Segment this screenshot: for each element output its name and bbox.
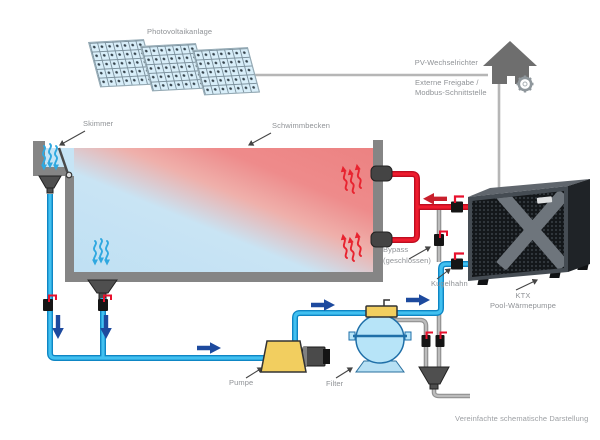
label-pool: Schwimmbecken bbox=[272, 121, 330, 130]
filter bbox=[348, 299, 412, 373]
cold-pipes bbox=[47, 194, 469, 361]
filter-handle bbox=[383, 299, 390, 306]
pointer-ball-valve bbox=[436, 268, 451, 280]
flow-arrow-warm-left bbox=[423, 193, 447, 205]
drain-funnels bbox=[38, 175, 450, 390]
solar-panel-3 bbox=[192, 47, 261, 96]
filter-base bbox=[355, 360, 405, 373]
pointer-pump bbox=[245, 367, 263, 379]
pointer-pool bbox=[248, 132, 272, 146]
valve-warm-line bbox=[451, 195, 464, 213]
label-pump: Pumpe bbox=[229, 378, 254, 387]
pool-wall-left bbox=[65, 176, 74, 282]
valve-skimmer-line bbox=[43, 294, 57, 311]
flow-arrow-right-1 bbox=[197, 342, 221, 354]
house-inverter bbox=[483, 40, 539, 98]
skimmer-flap bbox=[57, 147, 70, 175]
flow-arrow-right-2 bbox=[311, 299, 335, 311]
valves bbox=[43, 195, 464, 347]
label-heatpump-name: Pool-Wärmepumpe bbox=[489, 301, 557, 310]
label-ball-valve: Kugelhahn bbox=[431, 279, 468, 288]
label-modbus: Modbus-Schnittstelle bbox=[415, 88, 487, 97]
valve-ball-kugelhahn bbox=[451, 252, 464, 270]
flow-arrow-down-2 bbox=[100, 315, 112, 339]
label-external-release: Externe Freigabe / bbox=[415, 78, 479, 87]
flow-arrow-down-1 bbox=[52, 315, 64, 339]
label-photovoltaik: Photovoltaikanlage bbox=[147, 27, 213, 36]
skimmer-funnel bbox=[38, 175, 62, 194]
flow-arrows bbox=[52, 294, 430, 354]
label-skimmer: Skimmer bbox=[83, 119, 114, 128]
valve-bypass bbox=[434, 230, 448, 246]
pointer-filter bbox=[335, 367, 353, 379]
label-heatpump-model: KTX bbox=[515, 291, 531, 300]
pump-body bbox=[260, 340, 307, 373]
inlet-nozzle-top bbox=[370, 165, 393, 182]
label-bypass-state: (geschlossen) bbox=[383, 256, 431, 265]
gear-icon bbox=[514, 73, 536, 95]
filter-tank bbox=[355, 314, 405, 364]
pool-wall-skimmer-floor bbox=[33, 167, 66, 176]
pump bbox=[260, 340, 330, 373]
house-roof-icon bbox=[483, 41, 537, 66]
pool-wall-right bbox=[373, 140, 383, 282]
filter-cap bbox=[365, 305, 398, 318]
valve-drain-line bbox=[98, 294, 112, 311]
house-door bbox=[507, 76, 515, 84]
label-filter: Filter bbox=[326, 379, 344, 388]
inlet-nozzle-bottom bbox=[370, 231, 393, 248]
label-bypass: Bypass bbox=[383, 245, 409, 254]
heatpump-grille bbox=[472, 191, 564, 277]
valve-waste-filter bbox=[421, 331, 433, 347]
pointer-arrows bbox=[59, 130, 538, 379]
pointer-heatpump bbox=[515, 278, 538, 291]
valve-waste-main bbox=[435, 331, 447, 347]
pool-water-gradient bbox=[74, 148, 373, 272]
label-footnote: Vereinfachte schematische Darstellung bbox=[455, 414, 589, 423]
pointer-bypass bbox=[408, 246, 431, 260]
pointer-skimmer bbox=[59, 130, 86, 146]
skimmer-flap-hinge bbox=[65, 171, 73, 179]
pool-floor bbox=[65, 272, 383, 282]
heatpump-side-face bbox=[568, 179, 590, 272]
heat-pump-unit bbox=[466, 176, 596, 292]
flow-arrow-right-3 bbox=[406, 294, 430, 306]
label-inverter: PV-Wechselrichter bbox=[414, 58, 478, 67]
sewer-funnel bbox=[418, 366, 450, 390]
